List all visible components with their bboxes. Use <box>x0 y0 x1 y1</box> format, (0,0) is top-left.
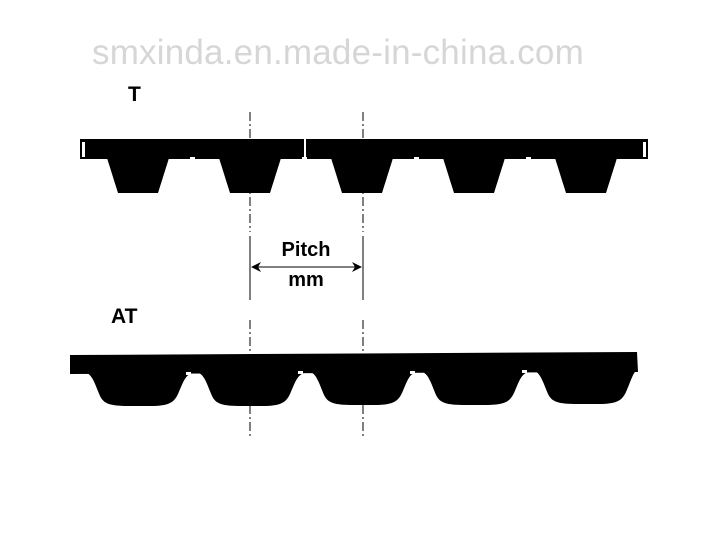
at-belt-tooth <box>82 372 198 406</box>
at-belt-notches <box>186 370 527 375</box>
t-belt-tooth <box>443 158 505 193</box>
pitch-label: Pitch <box>281 239 331 261</box>
pitch-extension-lines <box>249 236 364 300</box>
t-profile-label: T <box>128 83 141 106</box>
t-belt-tooth <box>107 158 169 193</box>
pitch-dimension-arrow <box>251 262 362 272</box>
t-belt-backing <box>80 139 648 159</box>
at-belt-tooth <box>306 371 422 405</box>
pitch-center-lines <box>249 112 364 436</box>
pitch-unit-label: mm <box>288 269 324 291</box>
at-belt-tooth <box>194 372 310 406</box>
watermark-text: smxinda.en.made-in-china.com <box>92 33 584 72</box>
t-belt <box>80 139 648 193</box>
at-profile-label: AT <box>111 305 138 328</box>
t-belt-tooth <box>555 158 617 193</box>
t-belt-tooth <box>331 158 393 193</box>
at-belt-backing <box>70 352 638 374</box>
at-belt-tooth <box>418 371 534 405</box>
t-belt-notches <box>82 139 646 160</box>
at-belt-tooth <box>530 370 638 404</box>
at-belt <box>70 352 638 406</box>
